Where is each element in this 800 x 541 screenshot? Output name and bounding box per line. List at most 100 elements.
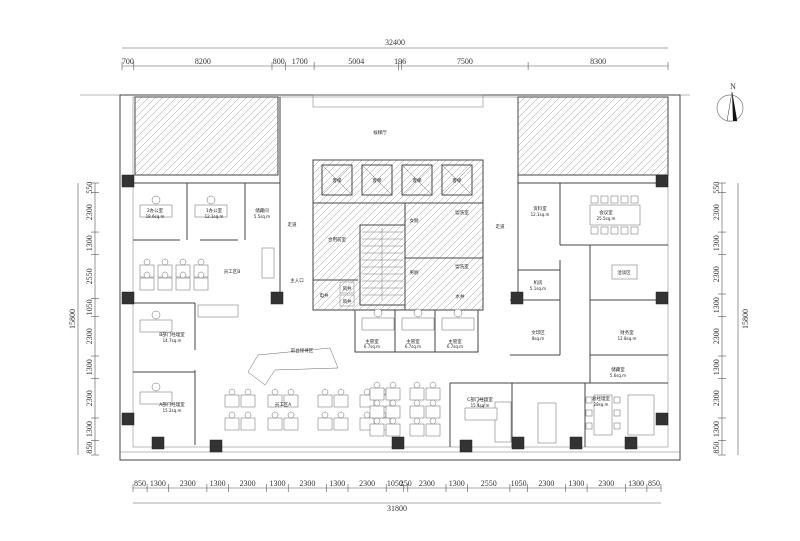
chair: [337, 411, 345, 419]
storage-left-label: 储藏间: [255, 207, 269, 214]
meeting-label: 会议室: [599, 209, 613, 216]
print-room-label: 文印区: [531, 329, 545, 336]
hatch-line: [393, 220, 484, 311]
hatch-line: [463, 290, 484, 311]
dimension-label: 2300: [712, 204, 721, 220]
dimension-label: 7500: [457, 57, 473, 66]
hatch-line: [565, 96, 645, 176]
dimension-total-label: 15800: [68, 309, 77, 329]
dimension-label: 550: [712, 182, 721, 194]
hatch-line: [312, 159, 433, 280]
column: [270, 291, 284, 305]
hatch-line: [456, 283, 484, 311]
meeting-chair: [600, 195, 609, 204]
dimension-label: 550: [85, 182, 94, 194]
workstation-desk: [409, 423, 425, 437]
office-desk: [464, 407, 498, 421]
workstation-desk: [193, 277, 209, 291]
hatch-line: [386, 213, 484, 311]
workstation-desk: [409, 387, 425, 401]
dimension-label: 5004: [348, 57, 364, 66]
hatch-line: [312, 159, 370, 217]
dimension-label: 8300: [590, 57, 606, 66]
elevator-2-label: 客梯: [373, 177, 382, 184]
main-entrance-label: 主入口: [290, 277, 304, 284]
workstation-desk: [369, 387, 385, 401]
office1-area: 12.1sq.m: [205, 214, 224, 219]
hatch-line: [140, 96, 220, 176]
dimension-label: 2300: [598, 479, 614, 488]
sofa-set: [197, 304, 239, 318]
workstation-desk: [224, 417, 240, 431]
hatch-line: [196, 96, 276, 176]
office-chair: [453, 308, 463, 318]
hatch-line: [642, 149, 669, 176]
chair: [143, 258, 151, 266]
meeting-chair: [610, 226, 619, 235]
print-room-area: 8sq.m: [532, 336, 544, 341]
furniture: [139, 195, 655, 444]
manager-desk: [537, 402, 557, 444]
hatch-line: [134, 96, 185, 147]
chair: [287, 388, 295, 396]
left-dimensions: 5502300130025501050230013002300130085015…: [68, 182, 99, 456]
finance-area: 12.8sq.m: [618, 336, 637, 341]
hatched-areas: [134, 96, 669, 311]
dimension-label: 196: [394, 57, 406, 66]
reception-label: 前台接待区: [291, 347, 314, 354]
hatch-line: [134, 96, 157, 119]
structural-columns: [121, 174, 669, 453]
manager-a-label: A部门经理室: [159, 401, 185, 408]
staircase: [359, 224, 406, 306]
dimension-total-label: 32400: [385, 38, 405, 47]
hatch-line: [414, 241, 484, 311]
hatch-line: [337, 164, 484, 311]
dimension-label: 2300: [240, 479, 256, 488]
chair: [228, 411, 236, 419]
chair: [197, 258, 205, 266]
negotiation-table: [611, 264, 638, 280]
dimension-label: 2300: [359, 479, 375, 488]
hatch-line: [161, 96, 241, 176]
hatch-line: [312, 159, 405, 252]
corridor-left-label: 走道: [288, 221, 297, 228]
machine-room-area: 5.1sq.m: [530, 286, 546, 291]
washroom-2-label: 盥洗室: [455, 263, 469, 270]
hatch-line: [517, 96, 526, 105]
dimension-label: 800: [273, 57, 285, 66]
hatch-line: [537, 96, 617, 176]
chair: [389, 399, 397, 407]
hatch-line: [210, 107, 279, 176]
hatch-line: [421, 248, 484, 311]
workstation-desk: [240, 394, 256, 408]
hatch-line: [614, 121, 669, 176]
chair: [413, 399, 421, 407]
gm-chair: [585, 409, 593, 417]
dimension-label: 1050: [387, 479, 403, 488]
dimension-label: 1050: [85, 299, 94, 315]
hatch-line: [358, 185, 484, 311]
hatch-line: [312, 159, 377, 224]
hatch-line: [134, 96, 178, 140]
front-room-label: 合用前室: [328, 236, 346, 243]
workstation-desk: [425, 423, 441, 437]
gm-chair: [613, 409, 621, 417]
general-manager-label: 总经理室: [592, 395, 610, 402]
hatch-line: [517, 96, 540, 119]
office-desk: [139, 319, 173, 333]
air-shaft-2-label: 风井: [343, 298, 352, 305]
manager-a-area: 15.2sq.m: [163, 408, 182, 413]
hatch-line: [365, 192, 484, 311]
finance-label: 财务室: [620, 329, 634, 336]
office-desk: [139, 204, 173, 218]
dimension-label: 2300: [712, 390, 721, 406]
meeting-chair: [600, 226, 609, 235]
hatch-line: [470, 297, 484, 311]
hatch-line: [134, 96, 143, 105]
column: [569, 436, 583, 450]
hatch-line: [593, 100, 669, 176]
dimension-label: 2300: [712, 266, 721, 282]
